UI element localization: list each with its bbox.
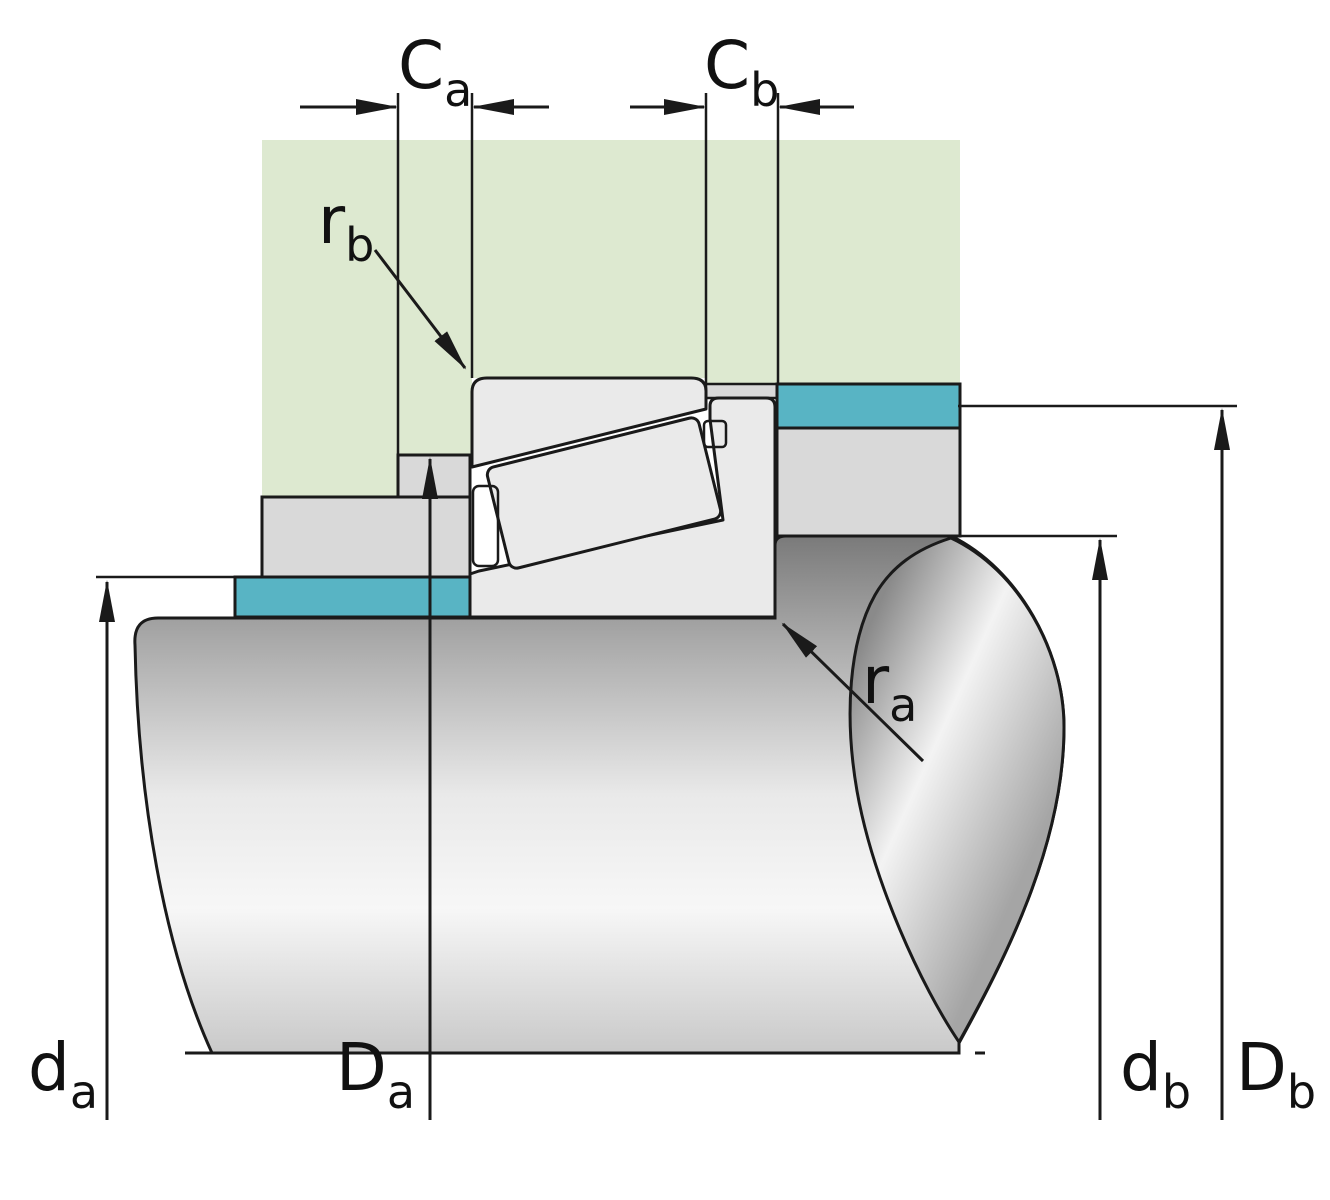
label-da-base: d bbox=[28, 1029, 70, 1106]
dimension-label-rb: rb bbox=[318, 182, 374, 272]
label-Da-subscript: a bbox=[387, 1065, 415, 1119]
dimension-label-ra: ra bbox=[862, 642, 917, 732]
leader-arrow-ra bbox=[781, 622, 925, 763]
label-ra-subscript: a bbox=[889, 678, 917, 732]
label-cb-subscript: b bbox=[750, 63, 779, 117]
housing-abutment-ring bbox=[775, 382, 962, 430]
housing-shoulder-block bbox=[260, 495, 472, 579]
shaft-abutment-ring bbox=[233, 575, 472, 619]
dimension-label-Db: Db bbox=[1236, 1029, 1316, 1119]
dimension-label-cb: Cb bbox=[704, 27, 779, 117]
dimension-label-ca: Ca bbox=[398, 27, 472, 117]
label-Db-base: D bbox=[1236, 1029, 1287, 1106]
label-ca-subscript: a bbox=[444, 63, 472, 117]
dimension-label-da: da bbox=[28, 1029, 98, 1119]
label-da-subscript: a bbox=[70, 1065, 98, 1119]
shaft-shoulder-blend bbox=[848, 536, 1066, 1045]
label-rb-subscript: b bbox=[345, 218, 374, 272]
label-rb-base: r bbox=[318, 182, 346, 259]
label-Db-subscript: b bbox=[1287, 1065, 1316, 1119]
cage-left-section bbox=[471, 484, 500, 568]
label-Da-base: D bbox=[336, 1029, 387, 1106]
housing-section bbox=[262, 140, 960, 497]
dimension-label-Da: Da bbox=[336, 1029, 415, 1119]
housing-strip-right bbox=[704, 382, 780, 400]
housing-shoulder-step bbox=[396, 453, 472, 499]
label-db-base: d bbox=[1120, 1029, 1162, 1106]
bearing-outer-ring bbox=[470, 376, 708, 469]
housing-spacer-block-right bbox=[775, 426, 962, 538]
leader-arrow-rb bbox=[373, 249, 467, 370]
cage-right-section bbox=[702, 419, 728, 449]
label-db-subscript: b bbox=[1162, 1065, 1191, 1119]
dimension-label-db: db bbox=[1120, 1029, 1191, 1119]
label-ca-base: C bbox=[398, 27, 444, 104]
label-cb-base: C bbox=[704, 27, 750, 104]
label-ra-base: r bbox=[862, 642, 890, 719]
